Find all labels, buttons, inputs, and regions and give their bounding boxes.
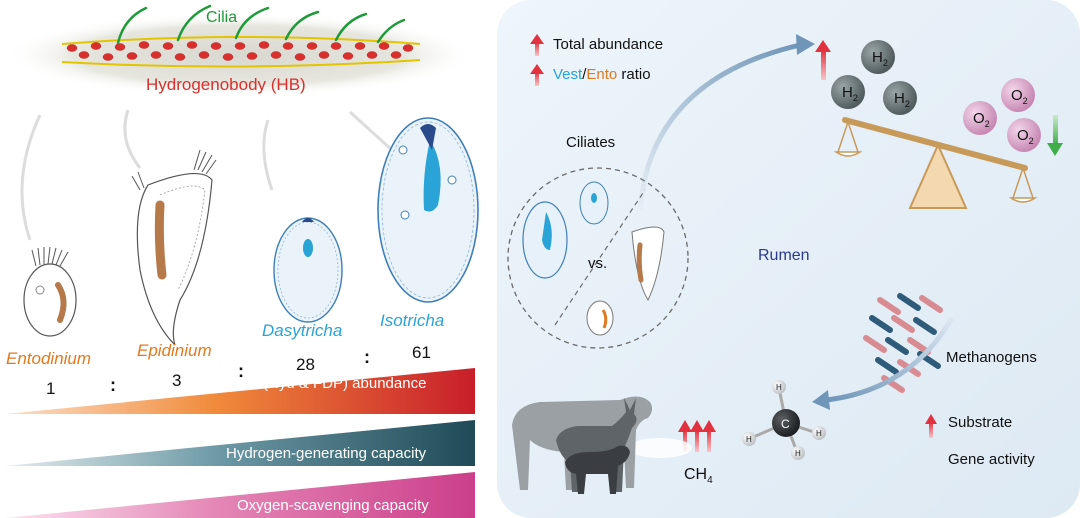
dasytricha-label: Dasytricha: [262, 321, 343, 340]
gene-activity-label: Gene activity: [948, 451, 1035, 468]
svg-text:H: H: [816, 429, 822, 438]
svg-text:C: C: [781, 417, 790, 431]
up-arrow-icon: [530, 64, 544, 86]
ratio-epidinium: 3: [172, 371, 182, 390]
dasytricha-cell: [273, 217, 343, 323]
pointer-arcs: [20, 109, 394, 241]
legend-ratio-text: ratio: [617, 66, 651, 83]
h2-molecule-icon: H2: [883, 81, 917, 115]
up-arrow-icon: [925, 414, 937, 438]
hb-abundance-wedge: [5, 368, 475, 414]
o2-molecule-icon: O2: [963, 101, 997, 135]
svg-text:O2: O2: [1017, 127, 1034, 146]
ratio-separator: :: [238, 361, 244, 381]
ratio-separator: :: [110, 375, 116, 395]
svg-text:O2: O2: [1011, 87, 1028, 106]
ratio-isotricha: 61: [412, 343, 431, 362]
svg-text:H2: H2: [872, 49, 888, 68]
isotricha-cell: [377, 117, 479, 303]
substrate-label: Substrate: [948, 414, 1013, 431]
svg-text:H2: H2: [842, 84, 858, 103]
ratio-entodinium: 1: [46, 379, 56, 398]
ruminants-silhouette: [512, 396, 653, 494]
rumen-panel: [497, 0, 1080, 518]
svg-text:H: H: [795, 449, 801, 458]
legend-vest: Vest: [553, 66, 583, 83]
hydrogen-capacity-label: Hydrogen-generating capacity: [226, 445, 427, 462]
svg-text:O2: O2: [973, 110, 990, 129]
ratio-separator: :: [364, 347, 370, 367]
oxygen-capacity-wedge: [5, 472, 475, 518]
methane-arrowhead-icon: [812, 390, 830, 410]
oxygen-capacity-label: Oxygen-scavenging capacity: [237, 497, 429, 514]
ch4-label: CH4: [684, 466, 713, 487]
hydrogenobody-diagram: [5, 4, 475, 97]
ciliates-label: Ciliates: [566, 134, 616, 151]
svg-text:H: H: [746, 435, 752, 444]
entodinium-label: Entodinium: [6, 349, 92, 368]
legend-ratio: Vest/Ento ratio: [553, 67, 651, 82]
h2-molecule-icon: H2: [861, 40, 895, 74]
rumen-label: Rumen: [758, 247, 810, 264]
h2-molecule-icon: H2: [831, 75, 865, 109]
cilia-label: Cilia: [206, 9, 238, 26]
legend-total-abundance: Total abundance: [553, 36, 664, 53]
legend-slash: /: [582, 66, 587, 83]
entodinium-cell: [23, 246, 77, 337]
balance-scale-icon: [833, 117, 1038, 209]
ratio-dasytricha: 28: [296, 355, 315, 374]
down-arrow-icon: [1047, 115, 1063, 156]
ch4-emission-arrows: [678, 420, 716, 452]
epidinium-label: Epidinium: [137, 341, 212, 360]
methanogens-label: Methanogens: [946, 349, 1037, 366]
arc-arrowhead-icon: [796, 34, 815, 55]
legend-ento: Ento: [586, 66, 618, 83]
o2-molecule-icon: O2: [1007, 118, 1041, 152]
svg-text:H: H: [776, 383, 782, 392]
hydrogen-capacity-wedge: [5, 420, 475, 466]
methane-molecule-icon: C H H H H: [742, 380, 826, 460]
arc-arrow: [637, 42, 801, 211]
vs-label: vs.: [588, 255, 608, 272]
methane-arrow: [825, 316, 955, 403]
breath-cloud: [628, 438, 692, 458]
hb-abundance-label: HB (Hyd & FDP) abundance: [238, 375, 427, 392]
svg-text:H2: H2: [894, 90, 910, 109]
ciliates-comparison-circle: [507, 167, 689, 349]
epidinium-cell: [131, 149, 217, 346]
up-arrow-icon: [530, 34, 544, 56]
up-arrow-icon: [815, 40, 831, 80]
hydrogenobody-label: Hydrogenobody (HB): [146, 75, 306, 94]
isotricha-label: Isotricha: [380, 311, 445, 330]
o2-molecule-icon: O2: [1001, 78, 1035, 112]
